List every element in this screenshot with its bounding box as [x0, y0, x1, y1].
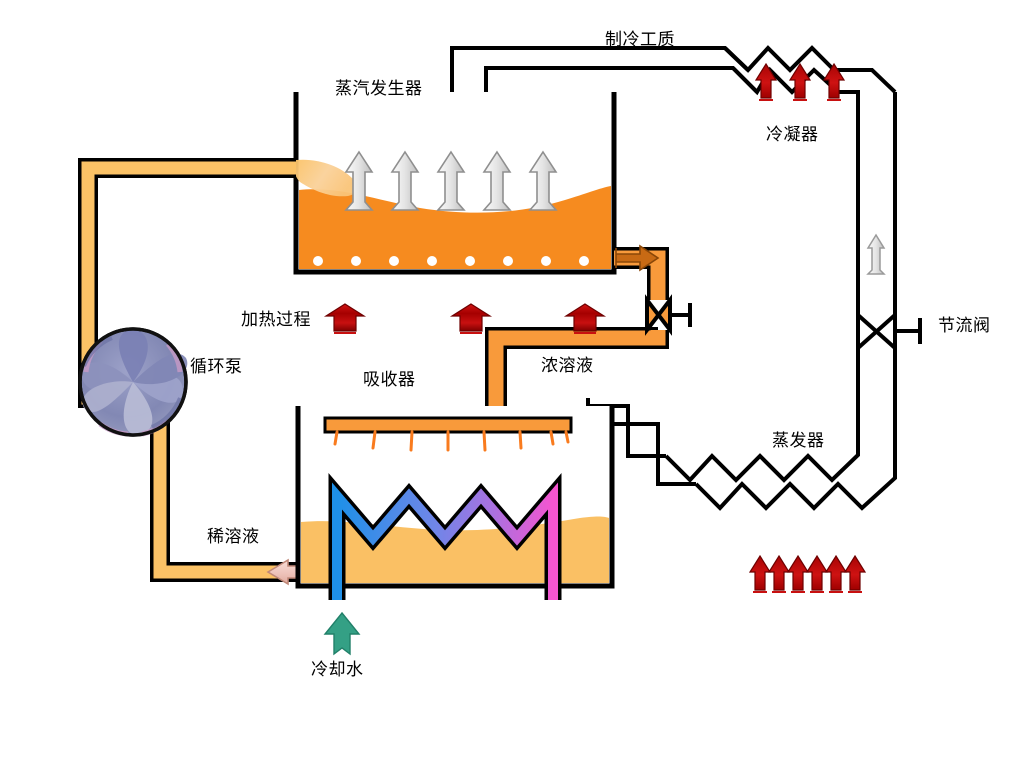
label-generator: 蒸汽发生器 — [335, 79, 423, 98]
condenser-to-throttle-line — [856, 92, 897, 315]
throttle-valve[interactable] — [856, 310, 922, 353]
cooling-water-arrow — [323, 611, 361, 656]
label-circulation-pump: 循环泵 — [190, 357, 243, 376]
label-concentrated-solution: 浓溶液 — [541, 356, 594, 375]
label-refrigerant: 制冷工质 — [605, 30, 675, 49]
label-heating-process: 加热过程 — [241, 310, 311, 329]
evaporator-heat-arrows — [748, 554, 867, 593]
label-condenser: 冷凝器 — [766, 125, 819, 144]
label-throttle-valve: 节流阀 — [938, 316, 991, 335]
circulation-pump[interactable] — [78, 327, 188, 437]
flow-direction-icon — [866, 233, 886, 275]
label-evaporator: 蒸发器 — [772, 431, 825, 450]
label-cooling-water: 冷却水 — [311, 660, 364, 679]
steam-generator-vessel — [293, 92, 617, 275]
generator-vapor-arrows — [344, 150, 558, 211]
concentrated-solution-pipe — [380, 247, 669, 439]
label-absorber: 吸收器 — [363, 370, 416, 389]
label-dilute-solution: 稀溶液 — [207, 527, 260, 546]
generator-bubbles — [313, 256, 589, 266]
condenser-coil — [723, 45, 897, 250]
condenser-heat-arrows — [754, 62, 846, 101]
concentrated-solution-flow-arrow — [615, 244, 660, 272]
heating-arrows — [323, 303, 607, 334]
evaporator-coil — [664, 348, 897, 511]
absorber-vessel — [295, 406, 615, 600]
absorber-spray-nozzles — [333, 430, 570, 452]
concentrated-solution-valve[interactable] — [645, 294, 692, 336]
